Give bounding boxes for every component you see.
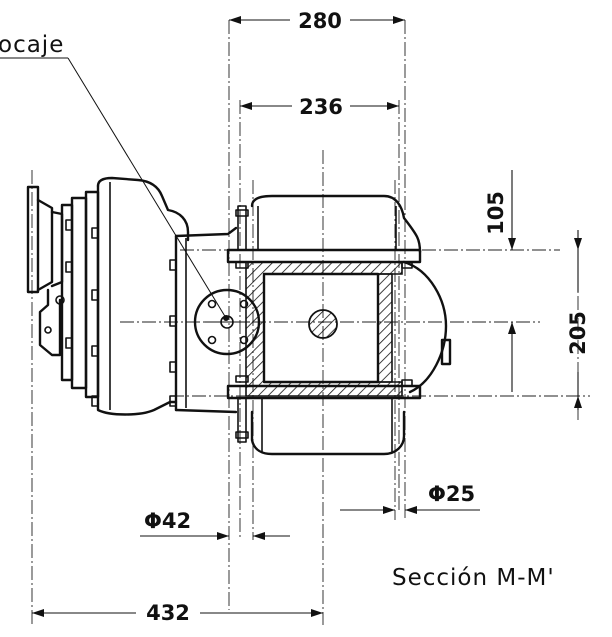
flange-bolts	[65, 219, 99, 407]
housing-bolts	[169, 259, 177, 407]
section-label: Sección M-M'	[392, 565, 555, 591]
main-case	[226, 194, 452, 456]
dim-diameter-right: Φ25	[428, 482, 475, 506]
dim-top-width: 280	[298, 9, 342, 33]
dim-inner-width: 236	[299, 95, 343, 119]
callout-label: ocaje	[0, 32, 64, 58]
dim-upper-height: 105	[484, 191, 508, 235]
shaft-section	[308, 309, 338, 339]
dim-right-height: 205	[566, 311, 590, 355]
dimension-lines	[32, 16, 582, 617]
case-bolts	[235, 205, 413, 443]
dim-diameter-left: Φ42	[144, 509, 191, 533]
callout-leader	[0, 57, 229, 321]
left-motor-assembly	[26, 176, 238, 416]
dim-overall-width: 432	[146, 601, 190, 625]
